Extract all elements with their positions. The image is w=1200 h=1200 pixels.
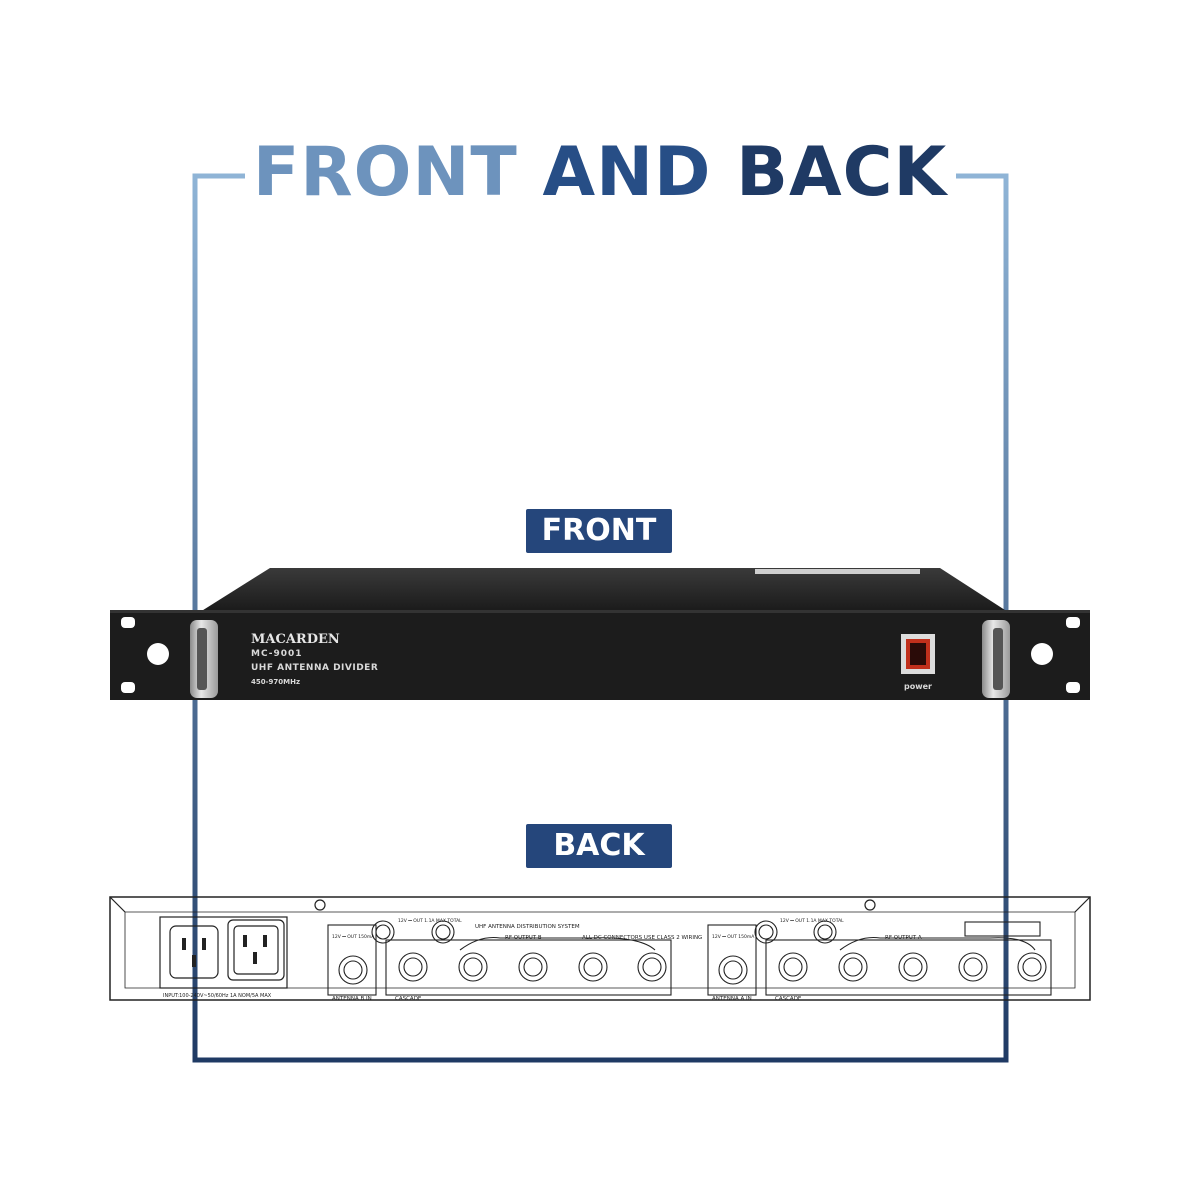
frequency-range: 450-970MHz [251, 678, 300, 686]
distribution-system-title: UHF ANTENNA DISTRIBUTION SYSTEM [475, 924, 580, 930]
rf-output-a-connector[interactable] [958, 952, 988, 982]
brand-name: MACARDEN [251, 632, 340, 647]
rack-hole [147, 643, 169, 665]
model-number: MC-9001 [251, 649, 303, 659]
front-label: FRONT [526, 509, 672, 553]
antenna-b-in-label: ANTENNA B IN [332, 996, 372, 1002]
product-name: UHF ANTENNA DIVIDER [251, 663, 378, 673]
rf-output-b-connector[interactable] [518, 952, 548, 982]
screw [314, 899, 326, 911]
back-chassis [109, 896, 1091, 1001]
back-label: BACK [526, 824, 672, 868]
rf-output-b-connector[interactable] [578, 952, 608, 982]
chassis-top [200, 568, 1008, 612]
rf-output-b-label: RF OUTPUT B [505, 935, 542, 941]
rack-hole [1066, 617, 1080, 628]
power-label: power [904, 682, 932, 691]
dc-total-label-a: 12V ⎓ OUT 1.1A MAX TOTAL [780, 918, 844, 924]
rf-output-a-connector[interactable] [838, 952, 868, 982]
label-sticker [755, 569, 920, 574]
title-word-back: BACK [736, 133, 948, 212]
rack-hole [121, 682, 135, 693]
rf-output-a-label: RF OUTPUT A [885, 935, 922, 941]
antenna-a-in-connector[interactable] [718, 955, 748, 985]
title-word-and: AND [542, 133, 712, 212]
rf-output-a-connector[interactable] [1017, 952, 1047, 982]
page-title: FRONT AND BACK [250, 128, 950, 218]
rf-output-b-connector[interactable] [458, 952, 488, 982]
rf-output-b-connector[interactable] [637, 952, 667, 982]
title-word-front: FRONT [252, 133, 518, 212]
dc-out-label-b: 12V ⎓ OUT 150mA [332, 934, 375, 940]
dc-out-connector[interactable] [431, 920, 455, 944]
antenna-a-in-label: ANTENNA A IN [712, 996, 752, 1002]
dc-out-connector[interactable] [813, 920, 837, 944]
rack-hole [1031, 643, 1053, 665]
cascade-label-a: CASCADE [775, 996, 802, 1002]
dc-note: ALL DC CONNECTORS USE CLASS 2 WIRING [582, 935, 702, 941]
rf-output-b-connector[interactable] [398, 952, 428, 982]
dc-out-connector[interactable] [754, 920, 778, 944]
input-spec: INPUT:100-240V~50/60Hz 1A NOM/5A MAX [163, 993, 272, 999]
rack-hole [1066, 682, 1080, 693]
rf-output-a-connector[interactable] [898, 952, 928, 982]
screw [864, 899, 876, 911]
antenna-b-in-connector[interactable] [338, 955, 368, 985]
dc-out-label-a: 12V ⎓ OUT 150mA [712, 934, 755, 940]
dc-out-connector[interactable] [371, 920, 395, 944]
power-outlet-c14[interactable] [169, 925, 219, 979]
cascade-label-b: CASCADE [395, 996, 422, 1002]
rf-output-a-connector[interactable] [778, 952, 808, 982]
rack-hole [121, 617, 135, 628]
power-inlet-c13[interactable] [227, 919, 285, 981]
dc-total-label-b: 12V ⎓ OUT 1.1A MAX TOTAL [398, 918, 462, 924]
